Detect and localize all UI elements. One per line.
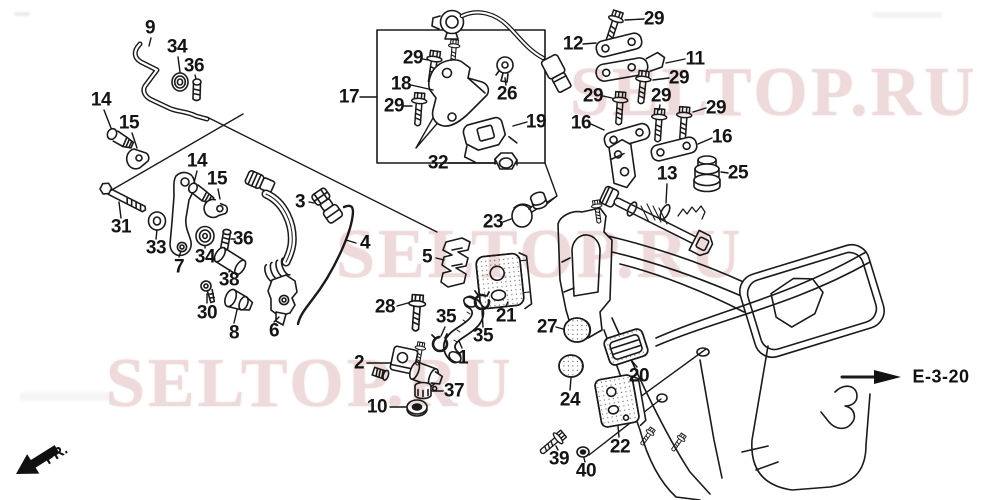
part-33-washer <box>147 211 167 231</box>
part-35-clip-a <box>473 290 491 311</box>
part-23-mount <box>511 191 548 228</box>
leader-lines <box>103 18 729 463</box>
part-16-plate-b <box>650 136 698 162</box>
part-35-clip-b <box>431 333 449 353</box>
part-29-bolt-g <box>674 105 694 142</box>
reference-arrow <box>840 370 901 384</box>
part-29-bolt-e <box>610 90 630 127</box>
part-28-bolt <box>406 293 427 333</box>
part-22-grommet <box>594 374 647 428</box>
scan-speck <box>14 12 30 16</box>
part-18-bracket <box>428 59 490 127</box>
part-2-valve <box>371 340 444 392</box>
part-21-gasket <box>475 252 533 310</box>
part-1-hose <box>442 295 485 364</box>
part-15-clamp-2 <box>203 198 229 219</box>
scan-speck <box>20 392 110 401</box>
part-39-bolt <box>535 427 569 459</box>
part-34-grommet <box>171 72 189 92</box>
part-31-bolt <box>99 182 147 213</box>
part-12-plate <box>595 32 643 58</box>
part-38-collar <box>213 246 247 276</box>
part-14-screw <box>106 127 135 149</box>
part-29-bolt-b <box>409 91 429 128</box>
part-11-plate <box>595 51 666 82</box>
part-4-rod <box>296 204 355 326</box>
engine-case <box>557 199 885 500</box>
part-25-grommet <box>693 155 721 193</box>
part-32-nut <box>494 152 518 170</box>
part-5-bracket <box>440 237 471 288</box>
part-24-plug <box>558 354 584 378</box>
part-20-grommet <box>603 328 649 366</box>
part-27-plug <box>563 317 592 343</box>
part-3-cable-joint <box>311 187 344 224</box>
front-direction-arrow <box>16 445 60 474</box>
part-10-washer <box>406 399 428 417</box>
part-7-arm <box>169 171 196 257</box>
part-37-bushing <box>414 381 432 400</box>
part-26-clamp <box>495 56 514 83</box>
part-34-washer-2 <box>195 225 215 247</box>
part-40-washer <box>576 446 590 458</box>
part-8-bushing <box>224 288 254 311</box>
scan-speck <box>872 12 942 18</box>
part-13-linkage <box>599 138 714 257</box>
part-pulser-coil <box>431 9 572 94</box>
part-30-screw <box>200 280 216 304</box>
part-19-bracket <box>462 116 518 164</box>
part-6-arm <box>244 170 298 326</box>
part-9-rod <box>132 41 210 122</box>
part-15-clamp <box>125 148 150 170</box>
part-36-pin <box>192 78 202 102</box>
part-29-bolt-f <box>649 107 669 144</box>
